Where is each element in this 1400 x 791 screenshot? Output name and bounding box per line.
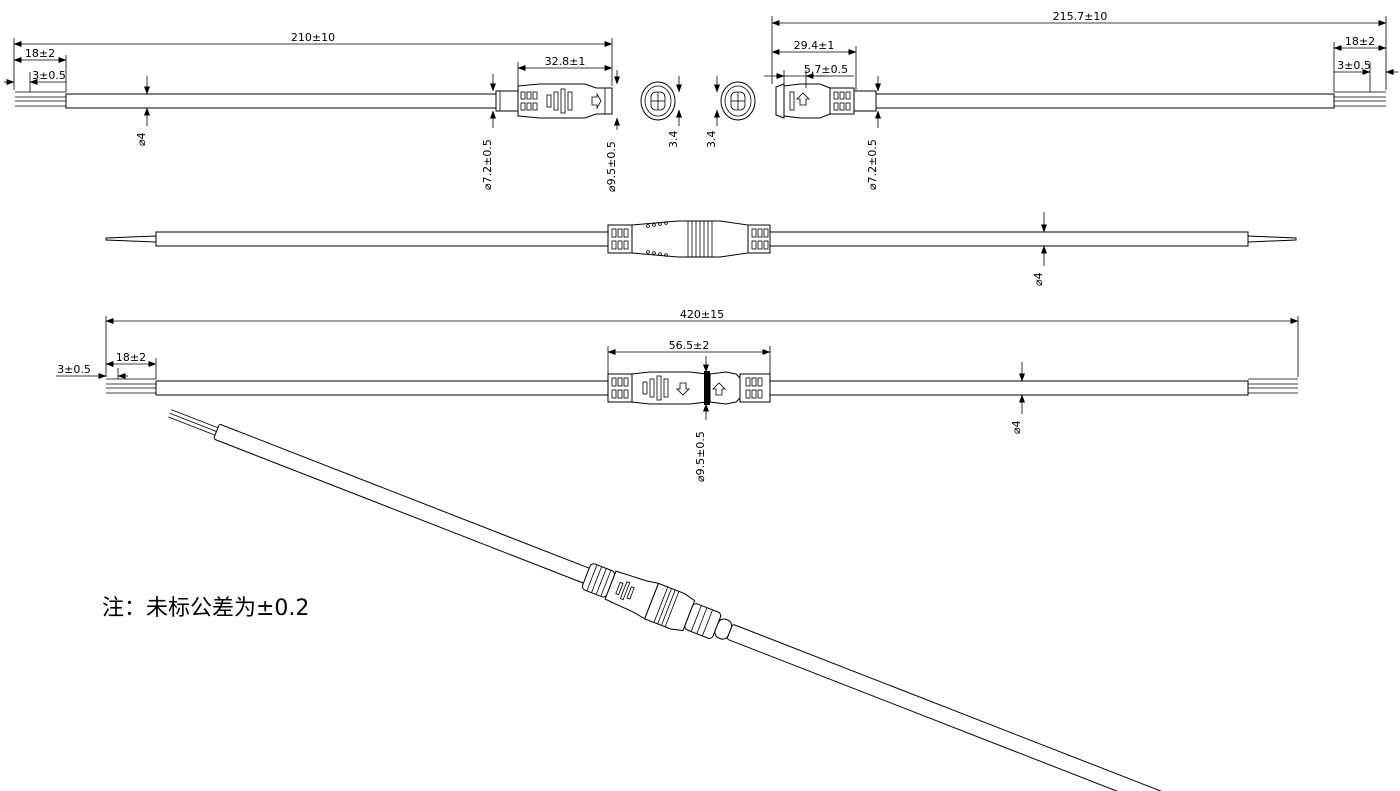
tolerance-note: 注：未标公差为±0.2 — [102, 596, 310, 621]
connector-face-right: 3.4 — [705, 76, 756, 149]
dim-right-connector: 29.4±1 — [794, 39, 835, 52]
right-cable-view: 215.7±10 29.4±1 5.7±0.5 18±2 3±0.5 ⌀7.2±… — [764, 10, 1398, 190]
dim-face-left: 3.4 — [667, 131, 680, 149]
arrow-mark-icon — [676, 382, 690, 396]
assembly-dimension-view: 420±15 18±2 3±0.5 56.5±2 ⌀9.5±0.5 ⌀4 — [56, 308, 1299, 482]
grip-slots — [520, 88, 573, 114]
isometric-view — [168, 409, 1166, 791]
dim-right-wire: 3±0.5 — [1337, 59, 1371, 72]
dim-left-dia72: ⌀7.2±0.5 — [481, 139, 494, 190]
arrow-mark-icon — [796, 92, 810, 106]
dim-right-strip: 18±2 — [1345, 35, 1375, 48]
connector-face-left: 3.4 — [640, 76, 682, 149]
dim-right-pin: 5.7±0.5 — [804, 63, 848, 76]
dim-face-right: 3.4 — [705, 131, 718, 149]
dim-right-total: 215.7±10 — [1053, 10, 1108, 23]
dim-asm-dia95: ⌀9.5±0.5 — [694, 431, 707, 482]
mated-assembly-view: ⌀4 — [105, 212, 1297, 286]
dim-asm-total: 420±15 — [680, 308, 724, 321]
dim-asm-wire: 3±0.5 — [57, 363, 91, 376]
dim-mid-cable-dia: ⌀4 — [1032, 272, 1045, 286]
dim-asm-cable-dia: ⌀4 — [1010, 420, 1023, 434]
dim-left-dia95: ⌀9.5±0.5 — [605, 141, 618, 192]
dim-left-total: 210±10 — [291, 31, 335, 44]
dim-left-cable-dia: ⌀4 — [135, 132, 148, 146]
dim-asm-connector: 56.5±2 — [669, 339, 710, 352]
arrow-mark-icon — [591, 92, 602, 110]
dim-asm-strip: 18±2 — [116, 351, 146, 364]
dim-left-connector: 32.8±1 — [545, 55, 586, 68]
dim-left-wire: 3±0.5 — [32, 69, 66, 82]
arrow-mark-icon — [712, 382, 726, 396]
dim-left-strip: 18±2 — [25, 47, 55, 60]
dim-right-dia72: ⌀7.2±0.5 — [866, 139, 879, 190]
left-cable-view: 210±10 18±2 3±0.5 32.8±1 ⌀4 ⌀7.2±0.5 ⌀9.… — [4, 31, 620, 192]
